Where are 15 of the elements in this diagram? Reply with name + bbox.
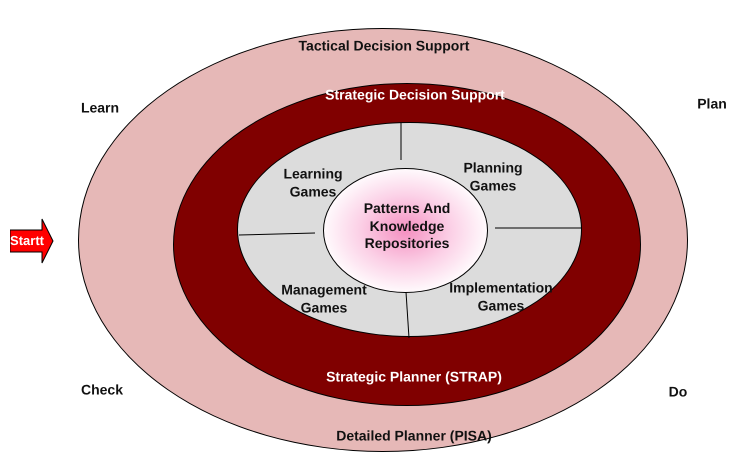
ring-label: Learning Games [282, 166, 344, 200]
ring-label: Strategic Planner (STRAP) [325, 368, 503, 386]
ring-label: Planning Games [462, 160, 524, 194]
ring-label: Strategic Decision Support [324, 86, 506, 104]
cycle-label: Do [668, 383, 688, 401]
arrow-label: Startt [10, 232, 44, 250]
ring-label: Patterns And Knowledge Repositories [362, 200, 452, 252]
cycle-label: Plan [697, 95, 727, 113]
ring-label: Tactical Decision Support [298, 37, 470, 55]
ring-label: Detailed Planner (PISA) [335, 427, 493, 445]
cycle-label: Learn [80, 99, 120, 117]
ring-label: Management Games [280, 282, 368, 316]
cycle-label: Check [80, 381, 124, 399]
ring-label: Implementation Games [448, 280, 554, 314]
arrow-shape [10, 218, 54, 264]
